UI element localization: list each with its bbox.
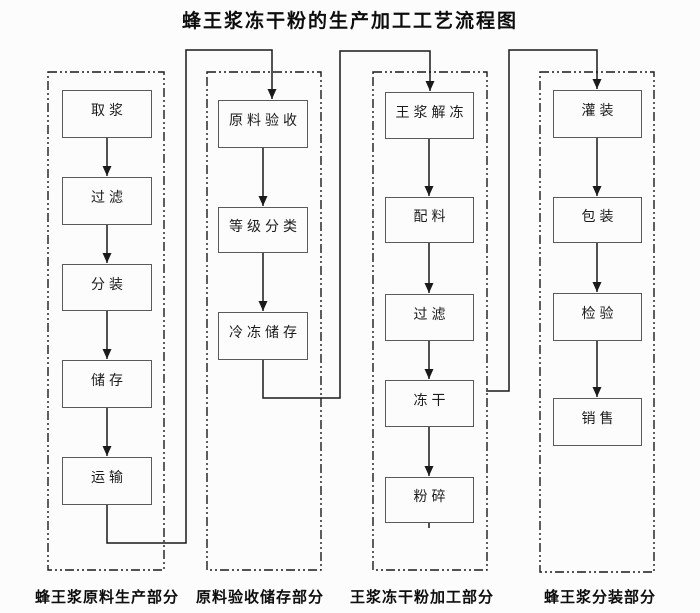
column-flow-arrows (102, 138, 602, 528)
page-title: 蜂王浆冻干粉的生产加工工艺流程图 (181, 11, 518, 32)
step-box-filter-raw: 过滤 (62, 177, 152, 225)
step-box-freeze-dry: 冻干 (385, 380, 474, 427)
connector-freezedry-to-fill (486, 49, 602, 392)
step-box-crush: 粉碎 (385, 477, 474, 523)
step-box-frozen-storage: 冷冻储存 (218, 312, 308, 360)
step-box-mix-ingredients: 配料 (385, 197, 474, 243)
connector-transport-to-acceptance (106, 49, 277, 544)
step-box-grade-classify: 等级分类 (218, 207, 308, 253)
section-2-boundary (206, 71, 322, 571)
step-box-inspect: 检验 (553, 293, 642, 341)
step-box-material-acceptance: 原料验收 (218, 100, 308, 148)
section-1-caption: 蜂王浆原料生产部分 (34, 590, 179, 606)
step-box-fill: 灌装 (553, 90, 642, 138)
section-3-caption: 王浆冻干粉加工部分 (349, 590, 494, 606)
step-box-pack: 包装 (553, 197, 642, 243)
step-box-sell: 销售 (553, 398, 642, 446)
connector-frozenstorage-to-thaw (262, 50, 435, 399)
step-box-transport: 运输 (62, 457, 152, 505)
step-box-dispense: 分装 (62, 264, 152, 311)
step-box-extract-jelly: 取浆 (62, 90, 152, 138)
step-box-filter-process: 过滤 (385, 294, 474, 341)
step-box-thaw: 王浆解冻 (385, 92, 474, 139)
section-4-caption: 蜂王浆分装部分 (543, 590, 656, 606)
section-1-boundary (47, 71, 165, 571)
step-box-store: 储存 (62, 360, 152, 408)
section-2-caption: 原料验收储存部分 (195, 590, 324, 606)
